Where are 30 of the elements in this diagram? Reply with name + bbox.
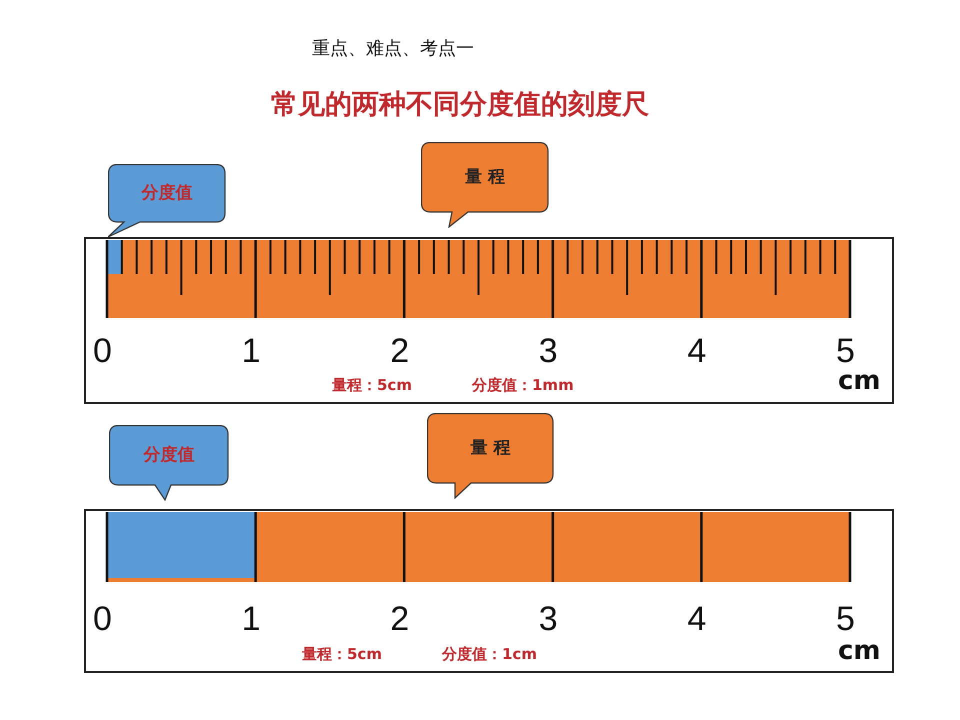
scale-number: 3: [538, 602, 558, 636]
unit-label: cm: [838, 368, 881, 394]
bubble-label: 分度值: [140, 183, 194, 203]
speech-bubble: [421, 142, 549, 228]
scale-number: 0: [93, 602, 112, 636]
ruler: [84, 509, 894, 673]
scale-caption: 量程：5cm: [332, 376, 412, 394]
scale-number: 0: [93, 334, 112, 368]
scale-number: 4: [687, 334, 706, 368]
bubble-label: 量 程: [464, 167, 506, 187]
speech-bubble: [109, 425, 229, 501]
scale-caption: 分度值：1cm: [442, 645, 537, 663]
bubble-label: 量 程: [470, 438, 512, 458]
scale-number: 5: [836, 602, 855, 636]
scale-number: 2: [390, 602, 410, 636]
scale-number: 4: [687, 602, 706, 636]
bubble-label: 分度值: [142, 445, 196, 465]
unit-label: cm: [838, 638, 881, 664]
scale-number: 2: [390, 334, 410, 368]
scale-number: 1: [242, 602, 261, 636]
ruler: [84, 237, 894, 404]
scale-caption: 量程：5cm: [302, 645, 382, 663]
heading: 重点、难点、考点一: [312, 37, 474, 60]
scale-number: 1: [242, 334, 261, 368]
title: 常见的两种不同分度值的刻度尺: [270, 88, 650, 122]
speech-bubble: [427, 413, 554, 499]
speech-bubble: [108, 164, 226, 238]
scale-number: 3: [538, 334, 558, 368]
scale-caption: 分度值：1mm: [472, 376, 574, 394]
scale-number: 5: [836, 334, 855, 368]
